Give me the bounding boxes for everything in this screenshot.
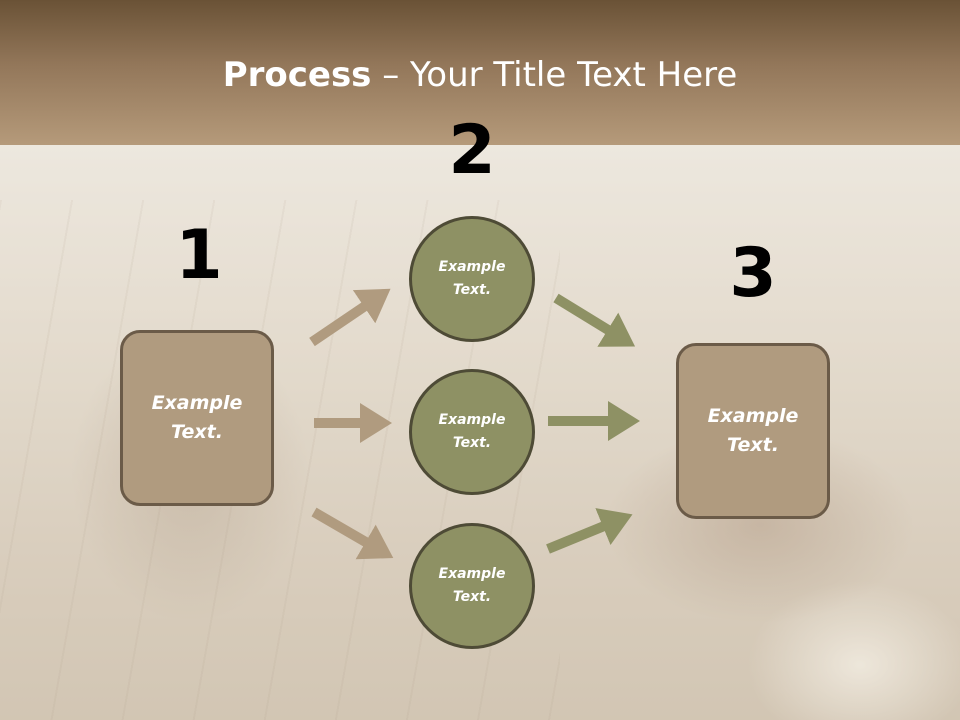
step-2-circle-middle[interactable]: Example Text. <box>409 369 535 495</box>
step-number-2: 2 <box>448 111 496 190</box>
circle-bottom-text: Example Text. <box>438 566 506 605</box>
arrow-circle1-to-box3 <box>553 293 636 347</box>
step-number-3: 3 <box>729 234 777 313</box>
slide-title: Process – Your Title Text Here <box>0 54 960 96</box>
step-2-circle-top[interactable]: Example Text. <box>409 216 535 342</box>
step-2-circle-bottom[interactable]: Example Text. <box>409 523 535 649</box>
step-1-text: Example Text. <box>151 392 243 443</box>
arrow-box1-to-circle1 <box>309 288 391 347</box>
title-rest: – Your Title Text Here <box>371 55 738 95</box>
title-bar: Process – Your Title Text Here <box>0 0 960 145</box>
step-number-1: 1 <box>175 216 223 295</box>
step-3-text: Example Text. <box>707 405 799 456</box>
step-3-box[interactable]: Example Text. <box>676 343 830 519</box>
step-1-box[interactable]: Example Text. <box>120 330 274 506</box>
circle-top-text: Example Text. <box>438 259 506 298</box>
arrow-box1-to-circle3 <box>311 507 394 560</box>
circle-middle-text: Example Text. <box>438 412 506 451</box>
arrow-circle3-to-box3 <box>546 508 633 554</box>
title-bold: Process <box>222 55 372 95</box>
